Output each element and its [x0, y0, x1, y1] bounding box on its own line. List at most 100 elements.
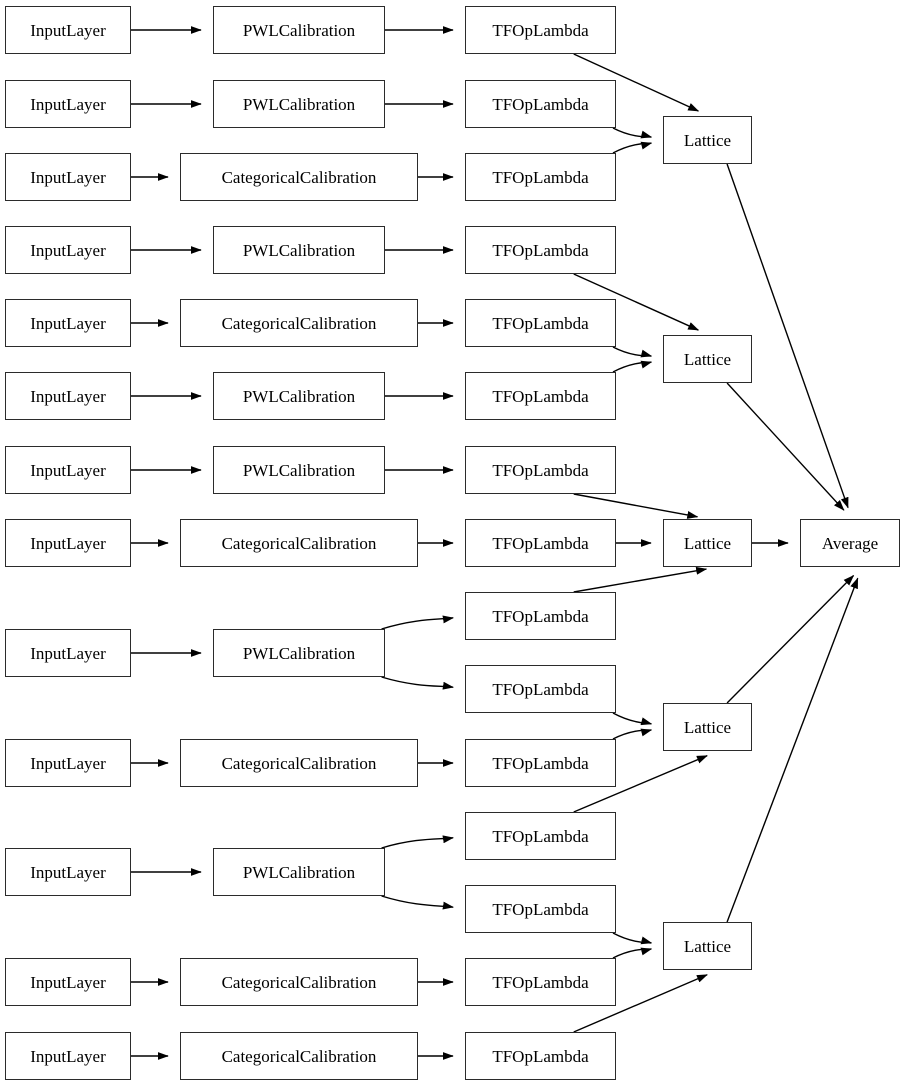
node-label: InputLayer	[30, 972, 106, 992]
node-label: InputLayer	[30, 533, 106, 553]
node-cal5[interactable]: CategoricalCalibration	[180, 299, 418, 347]
node-label: TFOpLambda	[492, 606, 589, 626]
node-label: TFOpLambda	[492, 313, 589, 333]
node-label: Lattice	[683, 349, 732, 369]
node-cal12[interactable]: CategoricalCalibration	[180, 958, 418, 1006]
edge-lat2-to-avg	[726, 382, 845, 511]
edge-cal9-to-op9	[381, 615, 454, 630]
node-label: TFOpLambda	[492, 826, 589, 846]
node-op14[interactable]: TFOpLambda	[465, 958, 616, 1006]
node-label: InputLayer	[30, 643, 106, 663]
node-label: PWLCalibration	[242, 862, 356, 882]
node-label: PWLCalibration	[242, 386, 356, 406]
node-label: TFOpLambda	[492, 899, 589, 919]
node-op2[interactable]: TFOpLambda	[465, 80, 616, 128]
edge-op5-to-lat2	[612, 346, 653, 358]
node-label: TFOpLambda	[492, 20, 589, 40]
node-label: CategoricalCalibration	[221, 1046, 377, 1066]
node-op5[interactable]: TFOpLambda	[465, 299, 616, 347]
node-label: InputLayer	[30, 20, 106, 40]
node-cal10[interactable]: CategoricalCalibration	[180, 739, 418, 787]
node-op13[interactable]: TFOpLambda	[465, 885, 616, 933]
node-label: TFOpLambda	[492, 1046, 589, 1066]
node-label: Lattice	[683, 936, 732, 956]
node-cal13[interactable]: CategoricalCalibration	[180, 1032, 418, 1080]
node-label: InputLayer	[30, 313, 106, 333]
edge-op2-to-lat1	[612, 127, 653, 139]
node-label: CategoricalCalibration	[221, 167, 377, 187]
node-label: CategoricalCalibration	[221, 313, 377, 333]
node-op1[interactable]: TFOpLambda	[465, 6, 616, 54]
edge-op7-to-lat3	[573, 493, 699, 519]
node-op8[interactable]: TFOpLambda	[465, 519, 616, 567]
node-in9[interactable]: InputLayer	[5, 629, 131, 677]
node-in10[interactable]: InputLayer	[5, 739, 131, 787]
node-label: Average	[821, 533, 879, 553]
node-label: InputLayer	[30, 862, 106, 882]
node-in8[interactable]: InputLayer	[5, 519, 131, 567]
edge-op11-to-lat4	[612, 728, 653, 740]
edge-op14-to-lat5	[612, 947, 653, 959]
node-label: InputLayer	[30, 240, 106, 260]
node-lat5[interactable]: Lattice	[663, 922, 752, 970]
node-label: InputLayer	[30, 460, 106, 480]
node-in4[interactable]: InputLayer	[5, 226, 131, 274]
node-op7[interactable]: TFOpLambda	[465, 446, 616, 494]
node-label: TFOpLambda	[492, 386, 589, 406]
node-lat3[interactable]: Lattice	[663, 519, 752, 567]
node-cal9[interactable]: PWLCalibration	[213, 629, 385, 677]
node-lat4[interactable]: Lattice	[663, 703, 752, 751]
edge-op9-to-lat3	[573, 566, 708, 593]
node-cal2[interactable]: PWLCalibration	[213, 80, 385, 128]
node-label: PWLCalibration	[242, 643, 356, 663]
node-cal8[interactable]: CategoricalCalibration	[180, 519, 418, 567]
node-in2[interactable]: InputLayer	[5, 80, 131, 128]
edge-cal11-to-op12	[381, 835, 454, 849]
node-op4[interactable]: TFOpLambda	[465, 226, 616, 274]
node-cal11[interactable]: PWLCalibration	[213, 848, 385, 896]
node-label: PWLCalibration	[242, 460, 356, 480]
node-label: TFOpLambda	[492, 533, 589, 553]
node-in6[interactable]: InputLayer	[5, 372, 131, 420]
node-label: CategoricalCalibration	[221, 972, 377, 992]
node-op3[interactable]: TFOpLambda	[465, 153, 616, 201]
node-in11[interactable]: InputLayer	[5, 848, 131, 896]
node-op11[interactable]: TFOpLambda	[465, 739, 616, 787]
node-op15[interactable]: TFOpLambda	[465, 1032, 616, 1080]
node-label: Lattice	[683, 533, 732, 553]
node-cal4[interactable]: PWLCalibration	[213, 226, 385, 274]
node-cal6[interactable]: PWLCalibration	[213, 372, 385, 420]
node-op12[interactable]: TFOpLambda	[465, 812, 616, 860]
edge-cal11-to-op13	[381, 895, 454, 910]
node-cal1[interactable]: PWLCalibration	[213, 6, 385, 54]
node-label: TFOpLambda	[492, 679, 589, 699]
node-in1[interactable]: InputLayer	[5, 6, 131, 54]
node-label: Lattice	[683, 130, 732, 150]
node-lat2[interactable]: Lattice	[663, 335, 752, 383]
node-cal7[interactable]: PWLCalibration	[213, 446, 385, 494]
node-label: PWLCalibration	[242, 94, 356, 114]
node-lat1[interactable]: Lattice	[663, 116, 752, 164]
node-in12[interactable]: InputLayer	[5, 958, 131, 1006]
node-op6[interactable]: TFOpLambda	[465, 372, 616, 420]
node-label: InputLayer	[30, 386, 106, 406]
node-op10[interactable]: TFOpLambda	[465, 665, 616, 713]
node-cal3[interactable]: CategoricalCalibration	[180, 153, 418, 201]
node-label: CategoricalCalibration	[221, 533, 377, 553]
node-in3[interactable]: InputLayer	[5, 153, 131, 201]
node-label: PWLCalibration	[242, 20, 356, 40]
node-in5[interactable]: InputLayer	[5, 299, 131, 347]
node-op9[interactable]: TFOpLambda	[465, 592, 616, 640]
edge-op13-to-lat5	[612, 932, 653, 945]
node-label: TFOpLambda	[492, 240, 589, 260]
node-label: InputLayer	[30, 753, 106, 773]
node-in7[interactable]: InputLayer	[5, 446, 131, 494]
node-label: TFOpLambda	[492, 972, 589, 992]
edge-op10-to-lat4	[612, 712, 653, 726]
node-in13[interactable]: InputLayer	[5, 1032, 131, 1080]
node-label: CategoricalCalibration	[221, 753, 377, 773]
node-label: Lattice	[683, 717, 732, 737]
edge-lat4-to-avg	[726, 574, 855, 704]
node-avg[interactable]: Average	[800, 519, 900, 567]
